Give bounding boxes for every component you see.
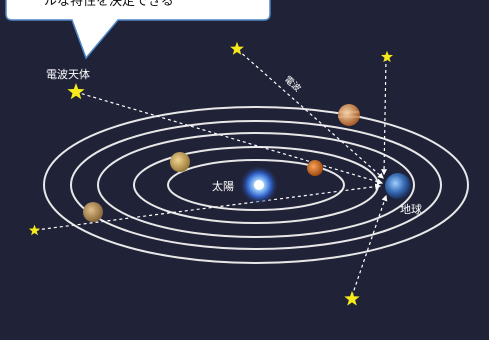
orbits (43, 106, 469, 264)
signal-paths (35, 49, 388, 297)
planet-icon (307, 160, 323, 176)
page-margin (489, 0, 494, 340)
sun-icon (239, 165, 279, 205)
orbit-ring (167, 159, 345, 211)
signal-path (75, 91, 384, 185)
orbit-ring (97, 132, 415, 238)
earth-icon (385, 173, 411, 199)
callout-bubble: ルな特性を決定できる (5, 0, 271, 60)
orbit-ring (43, 106, 469, 264)
signal-path (381, 57, 388, 176)
signal-path (35, 183, 382, 231)
planet-icon (338, 111, 360, 118)
sun-label: 太陽 (212, 180, 234, 193)
signal-path (237, 49, 384, 179)
callout-text: ルな特性を決定できる (44, 0, 174, 9)
orbit-ring (70, 120, 442, 250)
planet-icon (170, 152, 190, 172)
source-label: 電波天体 (46, 67, 90, 81)
planet-icon (83, 202, 103, 222)
planet-icon (338, 104, 360, 126)
earth-label: 地球 (400, 202, 422, 216)
